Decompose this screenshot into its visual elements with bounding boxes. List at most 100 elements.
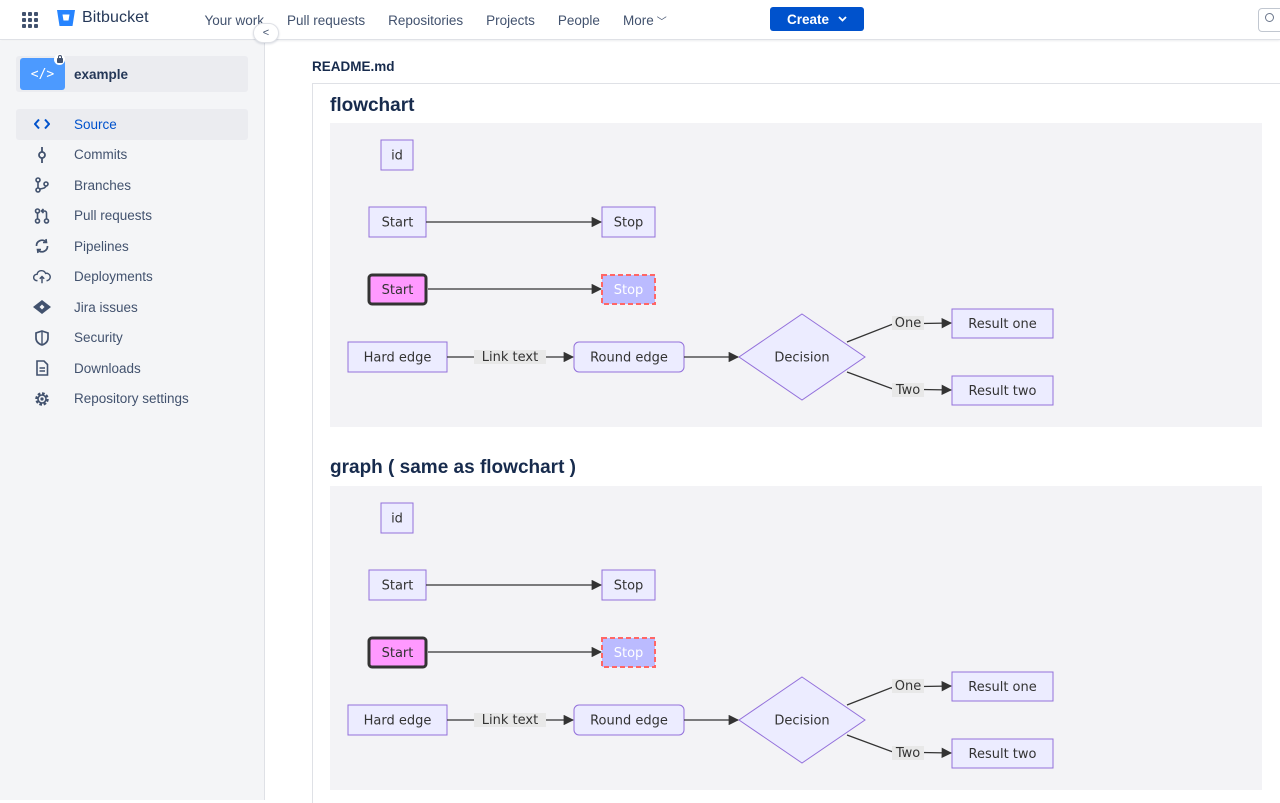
branch-icon <box>33 176 51 194</box>
edge-label-one: One <box>892 679 924 694</box>
sidebar-item-downloads[interactable]: Downloads <box>16 353 248 384</box>
node-id-label: id <box>391 149 403 164</box>
primary-nav: Your work Pull requests Repositories Pro… <box>193 0 678 40</box>
node-stop: Stop <box>601 569 656 601</box>
gear-icon <box>33 390 51 408</box>
sidebar-item-pipelines[interactable]: Pipelines <box>16 231 248 262</box>
edge-label-one-text: One <box>895 316 921 331</box>
search-icon <box>1265 13 1274 22</box>
edge-label-link-text-text: Link text <box>482 713 538 728</box>
node-result-two: Result two <box>951 375 1054 406</box>
node-stop: Stop <box>601 206 656 238</box>
app-switcher-icon[interactable] <box>22 12 40 28</box>
sidebar-item-jira-issues[interactable]: Jira issues <box>16 292 248 323</box>
node-stop-styled: Stop <box>601 637 656 668</box>
node-stop-label: Stop <box>614 216 644 231</box>
node-hard-edge-label: Hard edge <box>364 714 432 729</box>
bitbucket-logo[interactable]: Bitbucket <box>56 9 149 27</box>
search-input[interactable] <box>1258 8 1280 32</box>
sidebar-item-label: Jira issues <box>74 299 138 315</box>
sidebar-item-label: Repository settings <box>74 391 189 407</box>
node-result-one-label: Result one <box>968 680 1037 695</box>
section-heading: graph ( same as flowchart ) <box>330 457 577 478</box>
node-hard-edge-label: Hard edge <box>364 351 432 366</box>
node-start-label: Start <box>382 216 414 231</box>
sidebar-item-repository-settings[interactable]: Repository settings <box>16 384 248 415</box>
chevron-down-icon <box>838 16 847 22</box>
edge-label-one-text: One <box>895 679 921 694</box>
pipelines-icon <box>33 237 51 255</box>
sidebar-item-source[interactable]: Source <box>16 109 248 140</box>
node-result-one-label: Result one <box>968 317 1037 332</box>
nav-projects[interactable]: Projects <box>486 12 535 28</box>
node-result-two-label: Result two <box>969 384 1037 399</box>
shield-icon <box>33 329 51 347</box>
node-start-styled: Start <box>367 273 428 306</box>
code-icon: </> <box>30 66 55 82</box>
sidebar-item-commits[interactable]: Commits <box>16 140 248 171</box>
node-decision: Decision <box>738 313 866 401</box>
repository-avatar: </> <box>20 54 65 90</box>
node-start-styled: Start <box>367 636 428 669</box>
node-start: Start <box>368 206 427 238</box>
lock-icon <box>54 54 65 65</box>
edge-label-two-text: Two <box>895 746 920 761</box>
node-result-one: Result one <box>951 308 1054 339</box>
collapse-sidebar-button[interactable]: < <box>253 23 279 43</box>
node-decision: Decision <box>738 676 866 764</box>
edge-label-two: Two <box>892 746 924 761</box>
sidebar-item-deployments[interactable]: Deployments <box>16 262 248 293</box>
nav-your-work[interactable]: Your work <box>204 12 265 28</box>
nav-more[interactable]: More﹀ <box>611 13 678 28</box>
section-heading: flowchart <box>330 95 415 116</box>
node-round-edge-label: Round edge <box>590 351 668 366</box>
node-round-edge: Round edge <box>573 704 685 736</box>
sidebar-item-label: Source <box>74 116 117 132</box>
bitbucket-icon <box>57 10 75 26</box>
node-result-two-label: Result two <box>969 747 1037 762</box>
node-id: id <box>380 139 414 171</box>
sidebar-item-label: Pipelines <box>74 238 129 254</box>
node-hard-edge: Hard edge <box>347 341 448 373</box>
node-start-styled-label: Start <box>382 283 414 298</box>
sidebar-item-label: Pull requests <box>74 208 153 224</box>
repository-name: example <box>74 66 129 82</box>
commit-icon <box>33 146 51 164</box>
sidebar-item-label: Downloads <box>74 360 141 376</box>
nav-repositories[interactable]: Repositories <box>388 12 464 28</box>
sidebar-item-security[interactable]: Security <box>16 323 248 354</box>
node-stop-styled-label: Stop <box>614 646 644 661</box>
edge-label-one: One <box>892 316 924 331</box>
node-start: Start <box>368 569 427 601</box>
edge-label-link-text-text: Link text <box>482 350 538 365</box>
nav-pull-requests[interactable]: Pull requests <box>287 12 366 28</box>
nav-people[interactable]: People <box>557 12 600 28</box>
create-button[interactable]: Create <box>770 7 864 31</box>
node-round-edge-label: Round edge <box>590 714 668 729</box>
sidebar-item-branches[interactable]: Branches <box>16 170 248 201</box>
nav-more-label: More <box>622 12 654 28</box>
create-button-label: Create <box>786 11 830 27</box>
node-start-label: Start <box>382 579 414 594</box>
node-stop-styled: Stop <box>601 274 656 305</box>
edge-label-link-text: Link text <box>474 713 546 728</box>
repository-header[interactable]: </> example <box>16 54 248 92</box>
sidebar-item-label: Security <box>74 330 123 346</box>
brand-name: Bitbucket <box>82 9 149 26</box>
sidebar: </> example Source Commits Branches <box>0 41 265 800</box>
jira-icon <box>33 298 51 316</box>
node-decision-label: Decision <box>774 351 829 366</box>
sidebar-item-pull-requests[interactable]: Pull requests <box>16 201 248 232</box>
file-icon <box>33 359 51 377</box>
chevron-down-icon: ﹀ <box>656 16 667 28</box>
code-icon <box>33 115 51 133</box>
node-decision-label: Decision <box>774 714 829 729</box>
edge-label-two-text: Two <box>895 383 920 398</box>
node-id-label: id <box>391 512 403 527</box>
node-id: id <box>380 502 414 534</box>
sidebar-item-label: Branches <box>74 177 132 193</box>
chevron-left-icon: < <box>262 27 270 39</box>
